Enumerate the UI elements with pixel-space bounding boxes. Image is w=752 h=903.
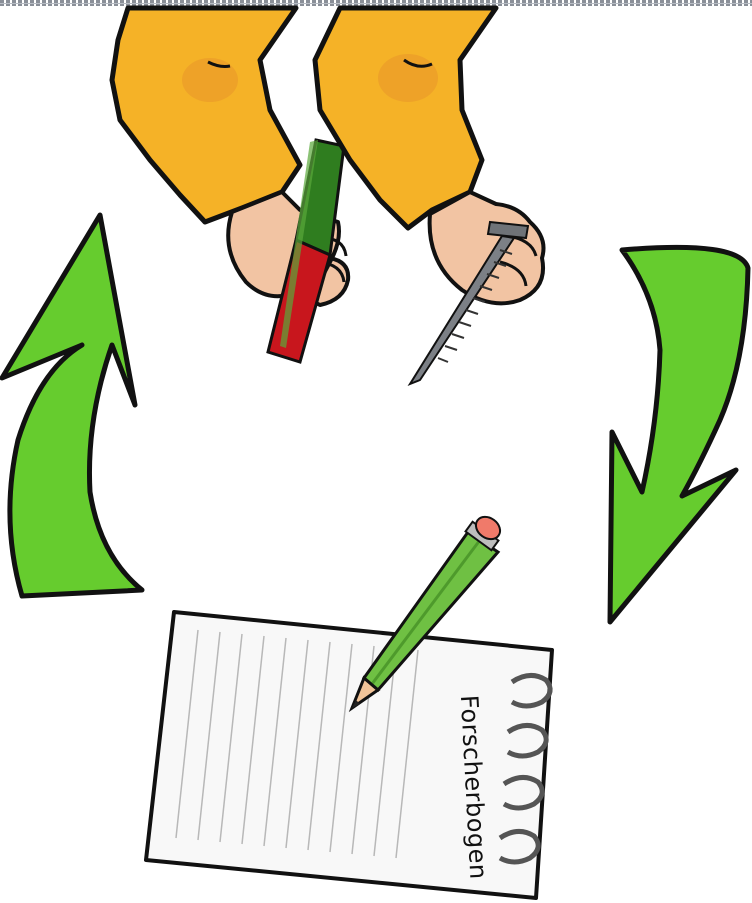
up-arrow-icon bbox=[2, 215, 142, 596]
right-arm-icon bbox=[315, 8, 544, 303]
down-arrow-icon bbox=[610, 247, 748, 622]
